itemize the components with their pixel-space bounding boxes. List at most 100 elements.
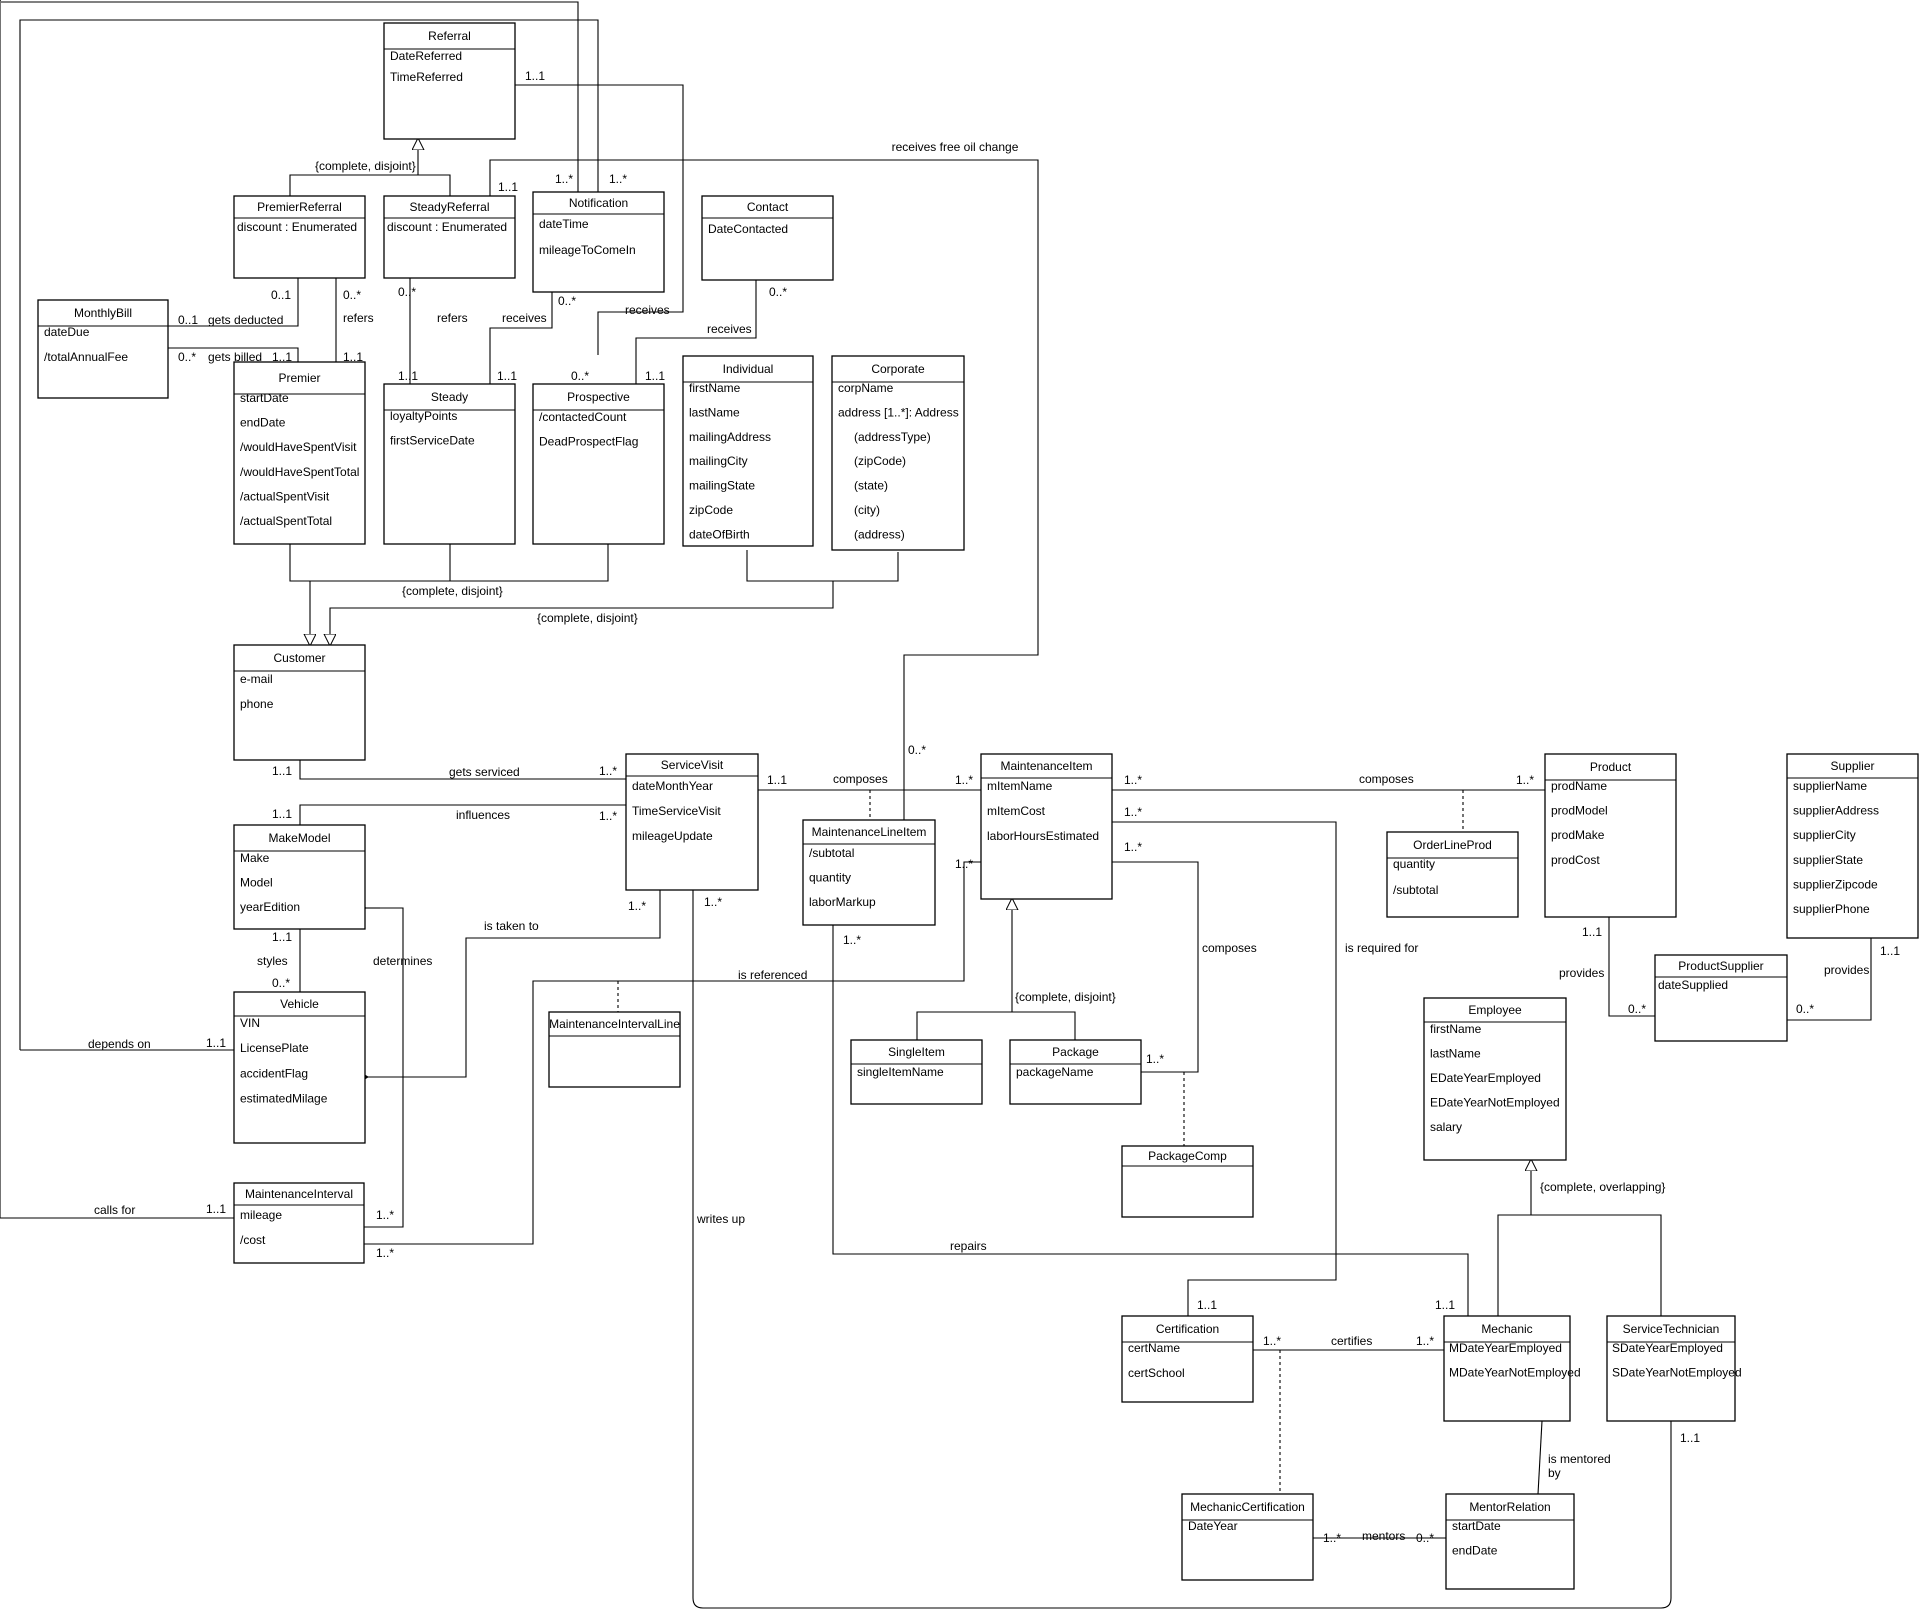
class-attribute: dateMonthYear [632, 779, 713, 793]
label-receives: receives [625, 303, 670, 317]
class-maintenanceInterval: MaintenanceInterval mileage/cost [233, 1182, 365, 1264]
class-name: Certification [1156, 1322, 1219, 1336]
class-attribute: /cost [240, 1233, 266, 1247]
class-name: Mechanic [1481, 1322, 1532, 1336]
multiplicity: 0..* [343, 288, 361, 302]
class-box [802, 819, 936, 926]
label-composes: composes [1202, 941, 1257, 955]
class-attribute: DateYear [1188, 1519, 1238, 1533]
multiplicity: 1..* [1146, 1052, 1164, 1066]
class-box [980, 753, 1113, 900]
multiplicity: 0..1 [271, 288, 291, 302]
class-attribute: salary [1430, 1120, 1462, 1134]
multiplicity: 1..* [599, 809, 617, 823]
class-attribute: (zipCode) [854, 454, 906, 468]
class-attribute: supplierName [1793, 779, 1867, 793]
class-serviceVisit: ServiceVisitdateMonthYearTimeServiceVisi… [625, 753, 759, 891]
class-employee: EmployeefirstNamelastNameEDateYearEmploy… [1423, 997, 1567, 1161]
class-attribute: /subtotal [1393, 883, 1438, 897]
class-name: MakeModel [268, 831, 330, 845]
class-attribute: supplierCity [1793, 828, 1856, 842]
label-provides: provides [1559, 966, 1604, 980]
constraint-complete-disjoint: {complete, disjoint} [402, 584, 503, 598]
class-box [682, 355, 814, 547]
multiplicity: 0..* [571, 369, 589, 383]
class-name: Package [1052, 1045, 1099, 1059]
class-name: Corporate [871, 362, 925, 376]
class-attribute: discount : Enumerated [237, 220, 357, 234]
class-attribute: mailingState [689, 479, 755, 493]
class-attribute: LicensePlate [240, 1041, 309, 1055]
class-name: Notification [569, 196, 628, 210]
class-attribute: prodMake [1551, 828, 1605, 842]
constraint-complete-disjoint: {complete, disjoint} [315, 159, 416, 173]
class-attribute: TimeReferred [390, 70, 463, 84]
class-attribute: zipCode [689, 503, 733, 517]
class-attribute: estimatedMilage [240, 1092, 328, 1106]
class-attribute: /wouldHaveSpentTotal [240, 465, 359, 479]
class-attribute: supplierState [1793, 853, 1863, 867]
class-box [1654, 954, 1788, 1042]
multiplicity: 0..* [1628, 1002, 1646, 1016]
class-name: ServiceVisit [661, 758, 724, 772]
class-attribute: startDate [240, 391, 289, 405]
multiplicity: 0..* [178, 350, 196, 364]
class-box [532, 191, 665, 293]
class-name: MaintenanceInterval [245, 1187, 353, 1201]
multiplicity: 0..* [1796, 1002, 1814, 1016]
class-box [701, 195, 834, 281]
multiplicity: 0..* [769, 285, 787, 299]
class-box [1443, 1315, 1571, 1422]
class-box [233, 644, 366, 761]
multiplicity: 1..* [1124, 773, 1142, 787]
class-attribute: (addressType) [854, 430, 931, 444]
class-name: Vehicle [280, 997, 319, 1011]
class-box [1121, 1315, 1254, 1403]
class-box [625, 753, 759, 891]
multiplicity: 1..* [599, 764, 617, 778]
label-by: by [1548, 1466, 1561, 1480]
multiplicity: 1..* [955, 857, 973, 871]
class-box [1009, 1039, 1142, 1105]
class-box [233, 991, 366, 1144]
class-attribute: DateContacted [708, 222, 788, 236]
multiplicity: 1..1 [206, 1202, 226, 1216]
class-name: Supplier [1830, 759, 1874, 773]
multiplicity: 1..1 [1197, 1298, 1217, 1312]
constraint-labels: {complete, disjoint} {complete, disjoint… [315, 159, 1665, 1194]
class-name: Individual [723, 362, 774, 376]
class-name: Contact [747, 200, 789, 214]
multiplicity: 0..* [272, 976, 290, 990]
multiplicity: 1..* [1263, 1334, 1281, 1348]
class-box [1445, 1493, 1575, 1590]
class-packageComp: PackageComp [1121, 1145, 1254, 1218]
label-refers: refers [437, 311, 468, 325]
class-box [233, 361, 366, 545]
class-attribute: endDate [1452, 1544, 1498, 1558]
class-attribute: dateSupplied [1658, 978, 1728, 992]
multiplicity: 1..1 [1582, 925, 1602, 939]
multiplicity: 1..* [1124, 840, 1142, 854]
class-attribute: mileageToComeIn [539, 243, 636, 257]
multiplicity: 0..* [908, 743, 926, 757]
class-name: SteadyReferral [409, 200, 489, 214]
class-name: ServiceTechnician [1623, 1322, 1720, 1336]
class-attribute: /contactedCount [539, 410, 627, 424]
class-attribute: quantity [809, 871, 851, 885]
label-gets-deducted: gets deducted [208, 313, 283, 327]
class-attribute: mileage [240, 1208, 282, 1222]
multiplicity: 1..1 [1880, 944, 1900, 958]
class-individual: IndividualfirstNamelastNamemailingAddres… [682, 355, 814, 547]
label-composes: composes [1359, 772, 1414, 786]
class-box [1386, 831, 1519, 918]
class-box [1606, 1315, 1736, 1422]
class-attribute: e-mail [240, 672, 273, 686]
class-name: PackageComp [1148, 1149, 1227, 1163]
class-box [233, 1182, 365, 1264]
